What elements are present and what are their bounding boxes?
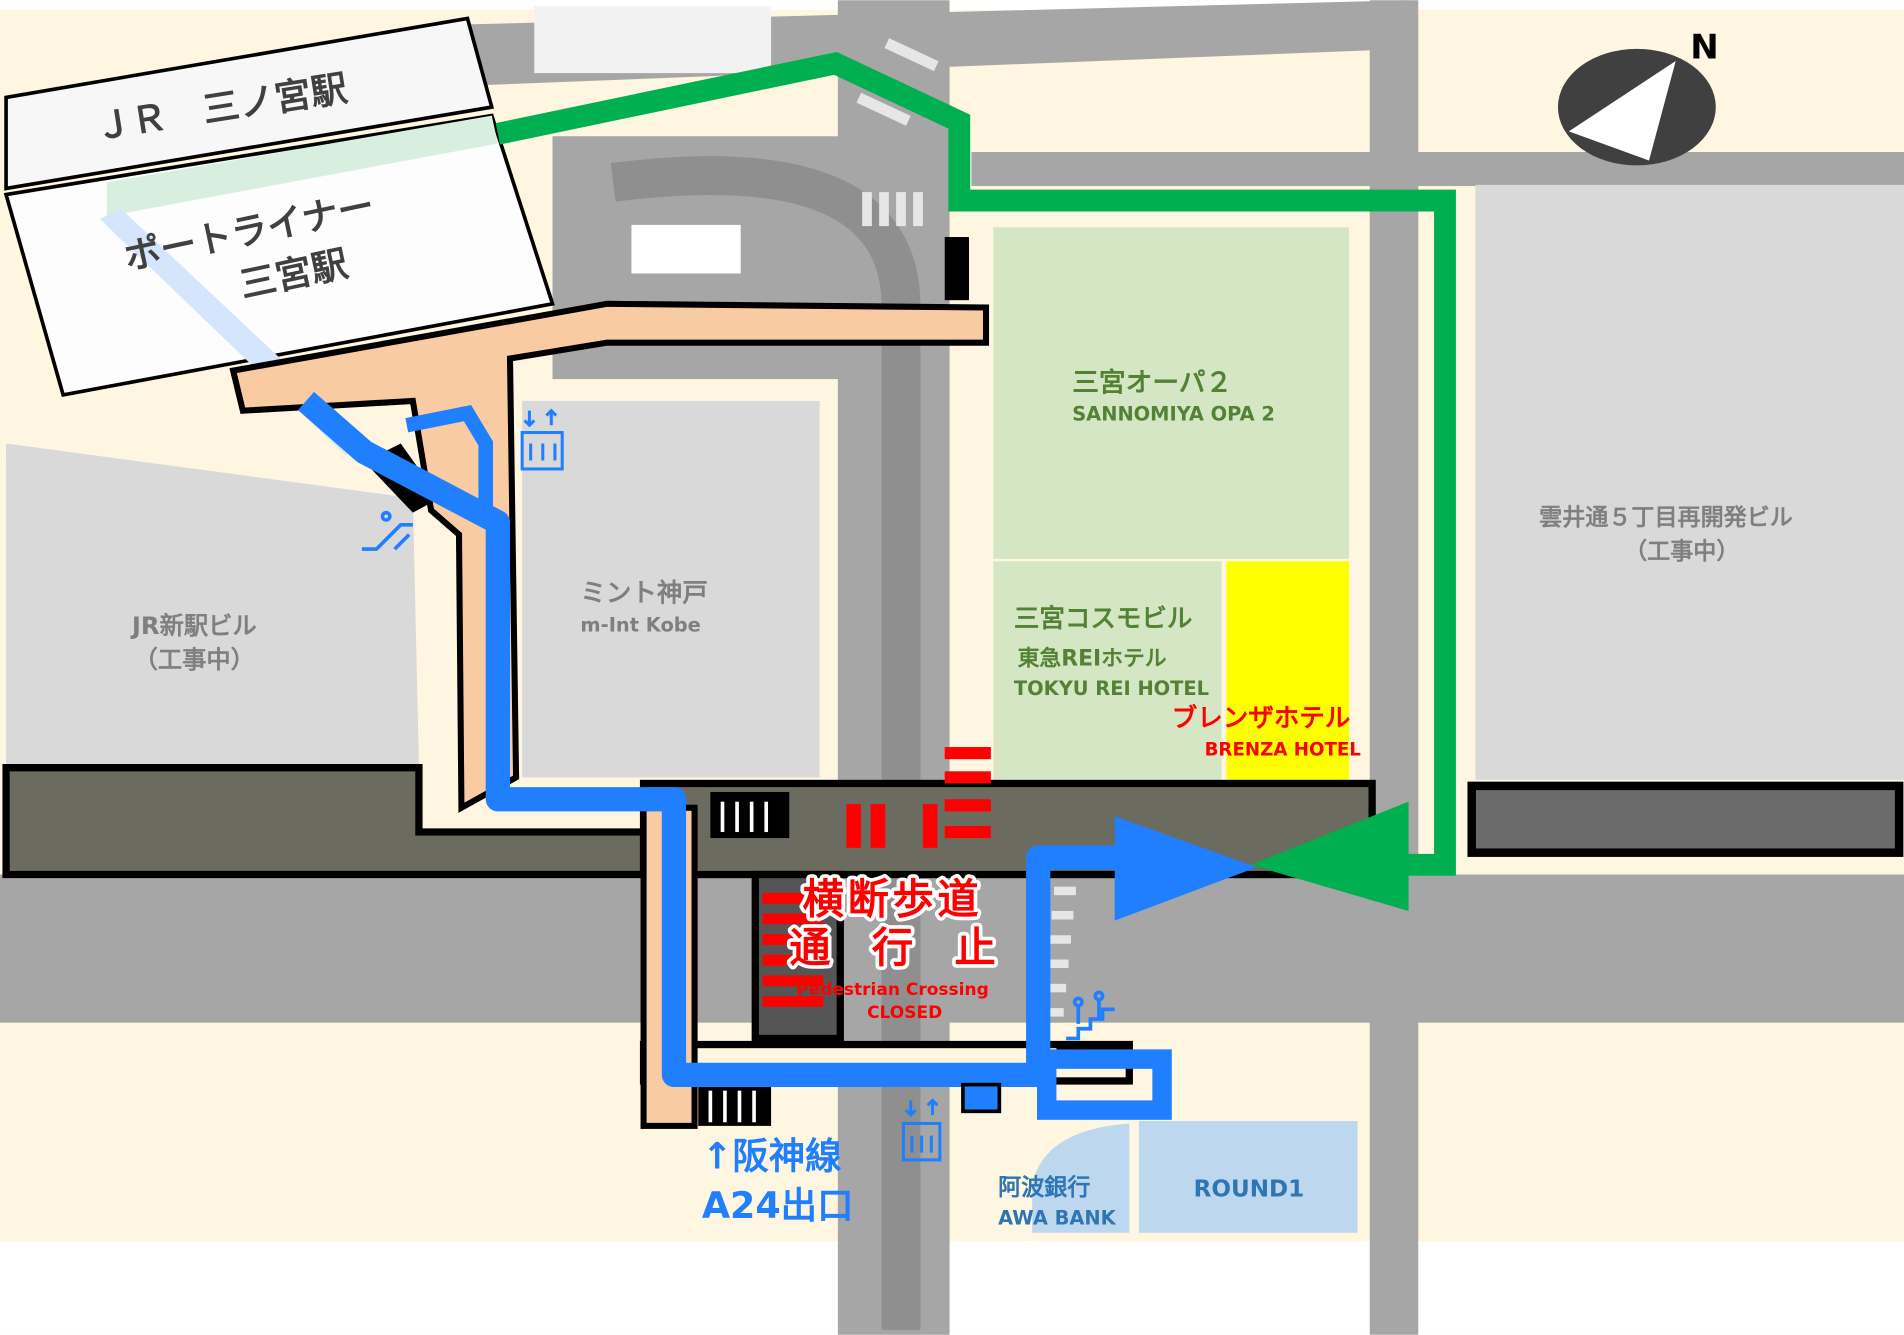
- closed-crossing-markers: [762, 747, 991, 1007]
- stair-lines: [708, 801, 769, 1123]
- crossing-closed-jp-1: 横断歩道: [803, 875, 983, 923]
- green-route: [495, 51, 1456, 911]
- mint-kobe-label-jp: ミント神戸: [580, 578, 708, 608]
- crossing-closed-notice: 横断歩道 通 行 止 Pedestrian Crossing CLOSED: [786, 872, 1000, 1023]
- brenza-label-en: BRENZA HOTEL: [1205, 740, 1362, 761]
- mint-kobe-building: [522, 400, 820, 778]
- elevator-icon: [520, 408, 564, 471]
- jr-new-building-label-2: （工事中）: [134, 645, 255, 674]
- road-horizontal: [0, 874, 1904, 1023]
- crossing-closed-en-1: Pedestrian Crossing: [796, 980, 989, 1000]
- mint-kobe-label-en: m-Int Kobe: [580, 614, 700, 637]
- crosswalk-closed-markings: [1041, 886, 1076, 1017]
- escalator-icon: [361, 510, 413, 551]
- road-north-east: [971, 152, 1904, 187]
- bottom-margin: [0, 1241, 1904, 1335]
- north-compass-icon: N: [1557, 28, 1719, 166]
- blue-route: [298, 391, 1257, 1120]
- cosmo-label-jp: 三宮コスモビル: [1014, 604, 1193, 634]
- opa2-label-jp: 三宮オーパ２: [1072, 367, 1232, 398]
- kumoi-building: [1475, 184, 1904, 780]
- road-top-building: [534, 6, 772, 74]
- crossing-closed-jp-2: 通 行 止: [789, 924, 995, 972]
- jr-station: [4, 16, 495, 191]
- kumoi-label-2: （工事中）: [1624, 538, 1739, 565]
- awa-bank-building: [1032, 1123, 1130, 1233]
- stairs-walking-icon: [1066, 990, 1115, 1041]
- underground-line: [610, 156, 921, 1330]
- blue-arrowhead: [1114, 816, 1257, 921]
- compass-label: N: [1690, 28, 1718, 68]
- awa-bank-label-en: AWA BANK: [998, 1206, 1117, 1229]
- elevator-icon-2: [901, 1098, 942, 1162]
- kumoi-label-1: 雲井通５丁目再開発ビル: [1539, 505, 1793, 531]
- brenza-hotel-building: [1226, 561, 1350, 780]
- road-vertical-east: [1369, 0, 1419, 1335]
- opa2-building: [993, 227, 1350, 559]
- round1-label: ROUND1: [1194, 1176, 1305, 1202]
- awa-bank-label-jp: 阿波銀行: [998, 1174, 1090, 1201]
- brenza-label-jp: ブレンザホテル: [1172, 703, 1351, 733]
- opa2-label-en: SANNOMIYA OPA 2: [1072, 402, 1275, 425]
- crossing-closed-en-2: CLOSED: [867, 1003, 942, 1023]
- tokyu-label-en: TOKYU REI HOTEL: [1014, 677, 1209, 700]
- round1-building: [1139, 1121, 1358, 1233]
- jr-new-building: [6, 443, 419, 766]
- green-arrowhead: [1250, 801, 1409, 911]
- jr-new-building-label-1: JR新駅ビル: [130, 611, 257, 640]
- tokyu-label-jp: 東急REIホテル: [1018, 646, 1167, 672]
- crosswalk-top: [856, 38, 939, 227]
- hanshin-exit-label-2: A24出口: [702, 1184, 854, 1227]
- cosmo-building: [993, 561, 1222, 780]
- hanshin-exit-label-1: ↑阪神線: [702, 1134, 842, 1177]
- portliner-track: [106, 115, 498, 217]
